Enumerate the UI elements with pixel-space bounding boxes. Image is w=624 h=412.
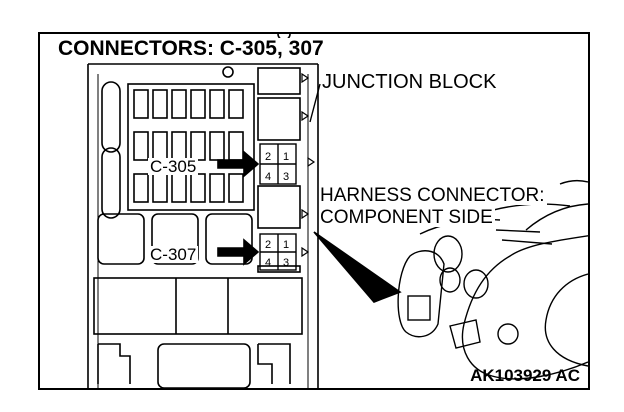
pin-label: 3 xyxy=(283,171,289,183)
c305-label: C-305 xyxy=(148,157,199,176)
figure-code: AK103929 AC xyxy=(470,366,580,385)
fuse-grid-frame xyxy=(127,83,255,211)
junction-block-illustration: 2 1 4 3 2 1 4 3 xyxy=(87,34,588,388)
junction-block-label: JUNCTION BLOCK xyxy=(322,71,497,93)
c307-label: C-307 xyxy=(148,245,199,264)
connector-c307: 2 1 4 3 xyxy=(259,233,297,271)
pin-label: 1 xyxy=(283,239,289,251)
junction-block-inner-edge xyxy=(97,74,309,388)
harness-connector-label: HARNESS CONNECTOR: xyxy=(320,185,547,206)
socket-1 xyxy=(257,67,301,95)
junction-block-leader xyxy=(309,83,321,123)
relay-block-3 xyxy=(205,213,253,265)
junction-block-outline xyxy=(87,63,319,388)
component-side-label: COMPONENT SIDE xyxy=(320,207,495,228)
connector-c305: 2 1 4 3 xyxy=(259,143,297,185)
pin-label: 3 xyxy=(283,257,289,269)
socket-4 xyxy=(257,265,301,273)
pin-label: 2 xyxy=(265,239,271,251)
socket-3 xyxy=(257,185,301,229)
arrow-c307 xyxy=(217,238,260,266)
pin-label: 2 xyxy=(265,151,271,163)
fuse-row-2 xyxy=(133,131,244,161)
lower-panel xyxy=(93,277,303,335)
bottom-bracket-right xyxy=(257,343,291,384)
bottom-bracket-left xyxy=(97,343,131,384)
pin-label: 1 xyxy=(283,151,289,163)
relay-block-2 xyxy=(151,213,199,265)
harness-leader xyxy=(313,231,402,303)
pin-label: 4 xyxy=(265,171,271,183)
mount-hole xyxy=(222,66,234,78)
socket-2 xyxy=(257,97,301,141)
fuse-row-3 xyxy=(133,173,244,203)
page-title: CONNECTORS: C-305, 307 xyxy=(56,37,326,60)
fuse-row-1 xyxy=(133,89,244,119)
bottom-slot xyxy=(157,343,251,388)
pin-label: 4 xyxy=(265,257,271,269)
left-slot-upper xyxy=(101,81,121,153)
arrow-c305 xyxy=(217,150,260,178)
diagram-frame: 2 1 4 3 2 1 4 3 xyxy=(38,32,590,390)
side-markers xyxy=(301,72,316,258)
relay-block-1 xyxy=(97,213,145,265)
left-slot-lower xyxy=(101,147,121,219)
